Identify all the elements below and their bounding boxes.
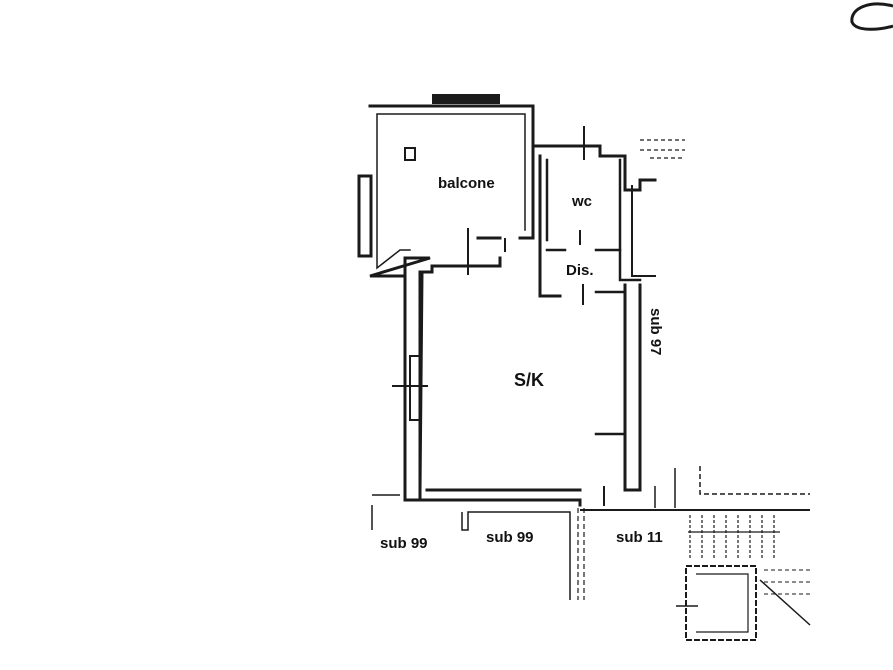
label-sub97: sub 97	[647, 308, 664, 356]
label-balcone: balcone	[438, 175, 495, 192]
handwritten-mark	[850, 2, 893, 31]
label-sk: S/K	[514, 370, 544, 390]
balcone-window-left	[357, 174, 373, 258]
stairs	[676, 515, 811, 641]
sk-window	[409, 355, 421, 421]
sk-room	[392, 256, 642, 507]
label-dis: Dis.	[566, 262, 594, 279]
label-sub99-left: sub 99	[380, 535, 428, 552]
lower-neighbors	[371, 466, 810, 600]
label-sub11: sub 11	[616, 529, 663, 546]
balcone-fixture	[404, 147, 416, 161]
balcone-room	[357, 94, 535, 278]
wc-dis-block	[531, 126, 685, 305]
label-wc: wc	[571, 193, 592, 210]
label-sub99-right: sub 99	[486, 529, 534, 546]
balcone-window-top	[432, 94, 500, 104]
